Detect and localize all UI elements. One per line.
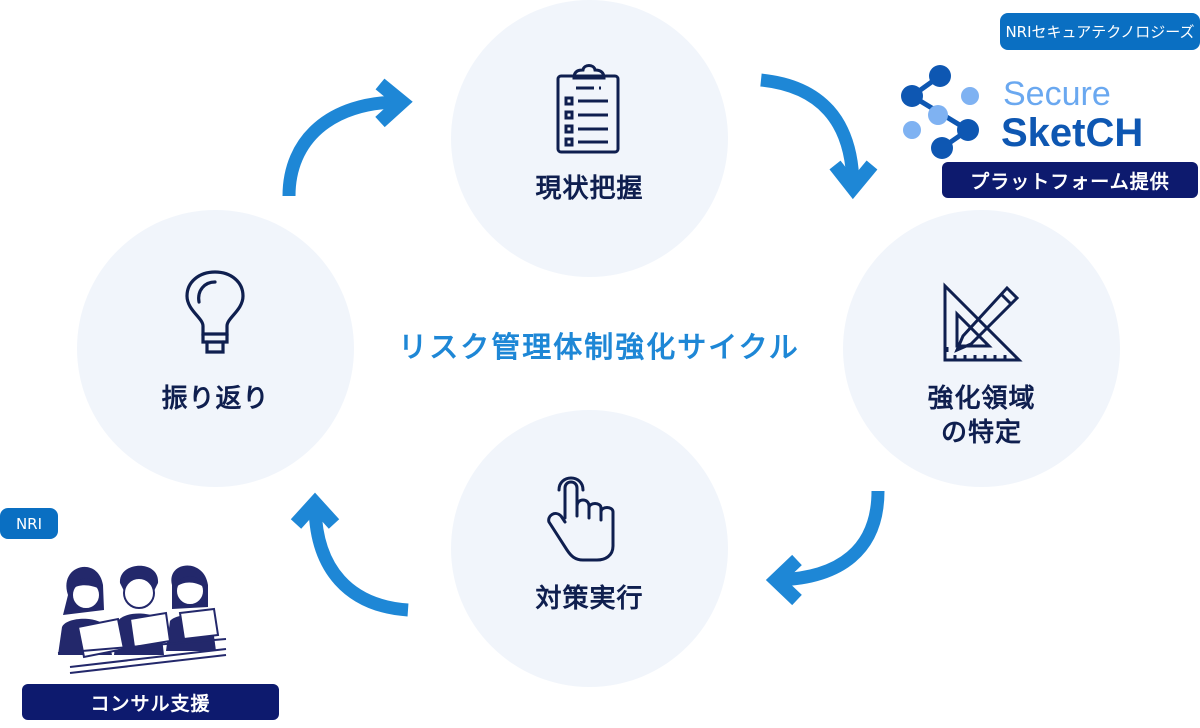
arrow-execute-to-reflect: [308, 503, 409, 617]
step-label: 現状把握: [535, 174, 644, 204]
consultants-at-laptops-illustration: [57, 565, 227, 674]
provider-badge-nri-secure: NRIセキュアテクノロジーズ: [1000, 13, 1200, 50]
arrow-assess-to-identify: [760, 73, 860, 186]
step-execute-measures: 対策実行: [451, 410, 728, 687]
pointing-hand-icon: [547, 476, 615, 562]
step-label: 振り返り: [161, 384, 270, 414]
consulting-role-label: コンサル支援: [22, 684, 279, 720]
step-label-line2: の特定: [940, 418, 1022, 448]
logo-text-secure: Secure: [1003, 75, 1111, 113]
step-label: 対策実行: [535, 584, 644, 614]
arrow-reflect-to-assess: [282, 95, 401, 197]
step-assess-current-state: 現状把握: [451, 0, 728, 277]
step-identify-areas: 強化領域 の特定: [843, 210, 1120, 487]
set-square-pencil-icon: [943, 282, 1023, 362]
light-bulb-icon: [185, 270, 245, 354]
step-label-line1: 強化領域: [927, 384, 1036, 414]
platform-role-label: プラットフォーム提供: [942, 162, 1198, 198]
cycle-title: リスク管理体制強化サイクル: [398, 330, 800, 364]
clipboard-checklist-icon: [556, 64, 620, 154]
logo-text-sketch: SketCH: [1001, 111, 1144, 155]
arrow-head: [290, 492, 340, 529]
arrow-head: [765, 554, 802, 606]
arrow-identify-to-execute: [777, 490, 885, 587]
arrow-head: [375, 78, 413, 128]
provider-badge-nri: NRI: [0, 508, 58, 539]
step-reflect: 振り返り: [77, 210, 354, 487]
arrow-head: [829, 160, 878, 200]
secure-sketch-logo-icon: [901, 65, 979, 159]
